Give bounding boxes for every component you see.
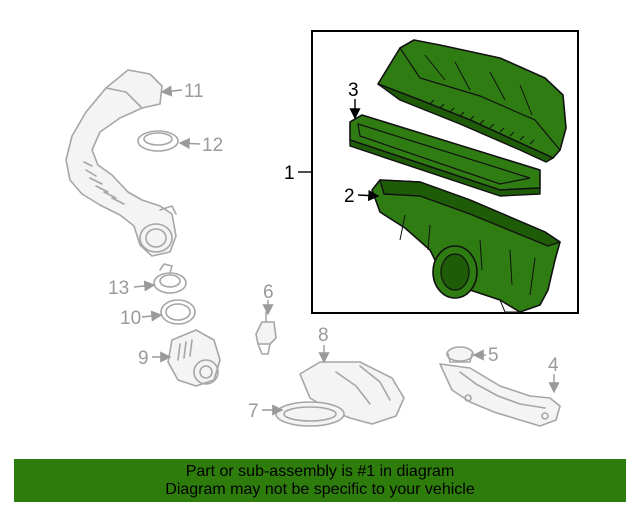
clamp-13 <box>153 263 187 294</box>
callout-10: 10 <box>120 308 141 329</box>
banner-line-1: Part or sub-assembly is #1 in diagram <box>185 462 455 480</box>
callout-11: 11 <box>184 81 204 102</box>
bracket-4 <box>439 363 561 427</box>
seal-ring-10 <box>160 299 196 325</box>
callout-12: 12 <box>202 135 223 156</box>
callout-2: 2 <box>344 186 355 207</box>
air-filter-element <box>349 114 541 197</box>
leader-10 <box>141 310 163 322</box>
mass-airflow-sensor <box>167 329 221 387</box>
callout-6: 6 <box>263 282 274 303</box>
valve-6 <box>255 311 277 355</box>
clamp-12 <box>137 130 179 152</box>
intake-duct <box>65 69 177 257</box>
callout-13: 13 <box>108 278 129 299</box>
callout-7: 7 <box>248 401 259 422</box>
callout-4: 4 <box>548 355 559 376</box>
leader-12 <box>178 137 201 150</box>
resonator-duct <box>275 361 405 427</box>
leader-13 <box>133 280 156 292</box>
callout-1: 1 <box>284 163 295 184</box>
grommet-5 <box>446 346 474 363</box>
air-cleaner-lid <box>377 39 567 163</box>
info-banner: Part or sub-assembly is #1 in diagram Di… <box>14 459 626 502</box>
callout-8: 8 <box>318 325 329 346</box>
leader-11 <box>160 85 183 97</box>
air-cleaner-housing <box>371 179 561 313</box>
callout-9: 9 <box>138 348 149 369</box>
callout-5: 5 <box>488 345 499 366</box>
leader-2 <box>357 189 380 202</box>
parts-diagram: 11 12 13 10 9 6 8 7 5 4 1 2 3 <box>65 30 579 427</box>
banner-line-2: Diagram may not be specific to your vehi… <box>165 480 475 498</box>
callout-3: 3 <box>348 80 359 101</box>
